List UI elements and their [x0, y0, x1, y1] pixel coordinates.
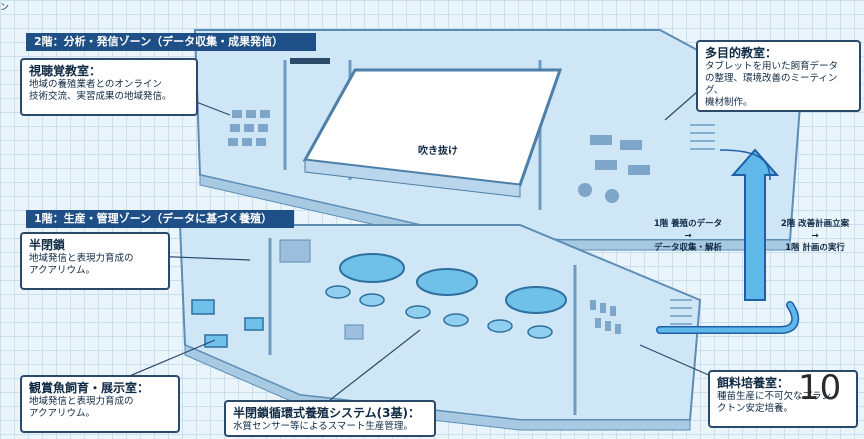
av-screen — [290, 58, 330, 64]
av-room-text: 地域の養殖業者とのオンライン 技術交流、実習成果の地域発信。 — [29, 79, 172, 102]
flow-right-line2: 1階 計画の実行 — [785, 243, 845, 253]
aquarium-tanks — [191, 299, 264, 348]
lab-bench — [279, 239, 311, 263]
flow-right: 2階 改善計画立案 → 1階 計画の実行 — [770, 218, 860, 254]
feed-room-text: 種苗生産に不可欠なプラン クトン安定培養。 — [717, 391, 832, 414]
flow-left-line2: データ収集・解析 — [653, 243, 722, 253]
floor2-band: 2階：分析・発信ゾーン（データ収集・成果発信） — [26, 33, 316, 51]
staircase — [690, 124, 715, 150]
void-label: 吹き抜け — [418, 146, 458, 157]
flow-left: 1階 養殖のデータ → データ収集・解析 — [640, 218, 736, 254]
av-room-title: 視聴覚教室： — [29, 64, 102, 78]
scan-mark: ン — [0, 3, 10, 13]
cycle-arrow-return — [719, 149, 771, 181]
system-callout: 半閉鎖循環式養殖システム(3基)： 水質センサー等によるスマート生産管理。 — [224, 400, 436, 437]
tank-small — [325, 285, 553, 339]
tank-large — [339, 253, 567, 314]
ornamental-callout: 観賞魚飼育・展示室： 地域発信と表現力育成の アクアリウム。 — [20, 375, 180, 433]
multi-room-callout: 多目的教室： タブレットを用いた飼育データ の整理、環境改善のミーティング、 機… — [696, 40, 861, 112]
system-text: 水質センサー等によるスマート生産管理。 — [233, 421, 413, 432]
control-box — [344, 324, 364, 340]
feed-bottles — [590, 300, 621, 334]
semi-closed-text: 地域発信と表現力育成の アクアリウム。 — [29, 253, 134, 276]
page-number: 10 — [798, 368, 842, 408]
multi-room-tables — [578, 135, 650, 203]
floor1-band: 1階：生産・管理ゾーン（データに基づく養殖） — [26, 210, 294, 228]
flow-right-arrow: → — [811, 231, 819, 241]
feed-room-title: 餌料培養室： — [717, 376, 790, 390]
feed-room-callout: 餌料培養室： 種苗生産に不可欠なプラン クトン安定培養。 — [708, 370, 858, 428]
multi-room-title: 多目的教室： — [705, 46, 778, 60]
av-room-callout: 視聴覚教室： 地域の養殖業者とのオンライン 技術交流、実習成果の地域発信。 — [20, 58, 198, 116]
system-title: 半閉鎖循環式養殖システム(3基)： — [233, 406, 420, 420]
flow-right-line1: 2階 改善計画立案 — [780, 219, 850, 229]
ornamental-text: 地域発信と表現力育成の アクアリウム。 — [29, 396, 134, 419]
av-room-desks — [228, 110, 270, 146]
flow-left-line1: 1階 養殖のデータ — [653, 219, 723, 229]
semi-closed-callout: 半閉鎖 地域発信と表現力育成の アクアリウム。 — [20, 232, 170, 290]
ornamental-title: 観賞魚飼育・展示室： — [29, 381, 150, 395]
staircase — [670, 299, 692, 325]
cycle-arrow — [657, 302, 798, 333]
void-atrium-rail — [304, 159, 521, 198]
flow-left-arrow: → — [684, 231, 692, 241]
semi-closed-title: 半閉鎖 — [29, 238, 66, 252]
multi-room-text: タブレットを用いた飼育データ の整理、環境改善のミーティング、 機材制作。 — [705, 61, 839, 108]
